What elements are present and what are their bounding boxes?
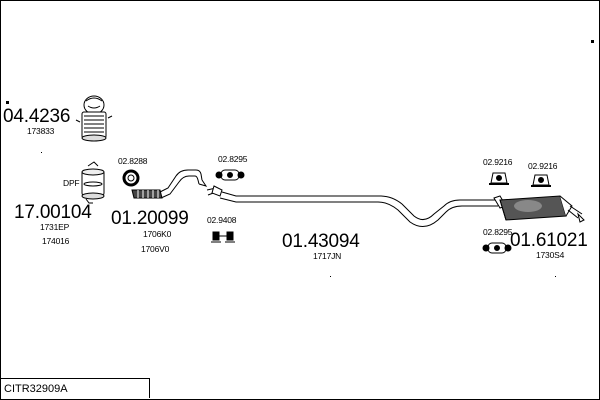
fitting-label-f: 02.8295 xyxy=(483,227,513,237)
silencer-icon xyxy=(493,195,585,223)
diagram-code: CITR32909A xyxy=(4,383,68,395)
part-number-middle-pipe: 01.43094 xyxy=(282,231,360,252)
diagram-code-box: CITR32909A xyxy=(0,378,150,398)
part-ref-middle-pipe: 1717JN xyxy=(313,251,342,261)
gasket-ring-icon xyxy=(122,169,140,187)
dpf-canister-icon xyxy=(75,95,113,142)
marker-dot xyxy=(555,276,556,277)
marker-square xyxy=(591,40,594,43)
fitting-label-b: 02.8295 xyxy=(218,154,248,164)
flexible-pipe-icon xyxy=(131,189,163,199)
middle-pipe xyxy=(206,185,498,227)
part-number-rear-silencer: 01.61021 xyxy=(510,230,588,251)
fitting-label-c: 02.9408 xyxy=(207,215,237,225)
dpf-label: DPF xyxy=(63,178,80,188)
part-ref-cat-2: 174016 xyxy=(42,236,70,246)
part-ref-dpf: 173833 xyxy=(27,126,55,136)
marker-dot xyxy=(330,276,331,277)
front-pipe xyxy=(159,169,208,199)
catalyst-icon xyxy=(81,161,105,204)
part-number-front-pipe: 01.20099 xyxy=(111,208,189,229)
marker-dot xyxy=(41,152,42,153)
part-number-dpf: 04.4236 xyxy=(3,106,71,127)
part-ref-front-pipe-2: 1706V0 xyxy=(141,244,170,254)
rubber-mount-icon xyxy=(211,169,551,254)
marker-square xyxy=(6,101,9,104)
fitting-label-e: 02.9216 xyxy=(528,161,558,171)
fitting-label-d: 02.9216 xyxy=(483,157,513,167)
part-ref-cat-1: 1731EP xyxy=(40,222,70,232)
part-ref-rear-silencer: 1730S4 xyxy=(536,250,565,260)
fitting-label-a: 02.8288 xyxy=(118,156,148,166)
part-ref-front-pipe-1: 1706K0 xyxy=(143,229,172,239)
part-number-cat: 17.00104 xyxy=(14,202,92,223)
